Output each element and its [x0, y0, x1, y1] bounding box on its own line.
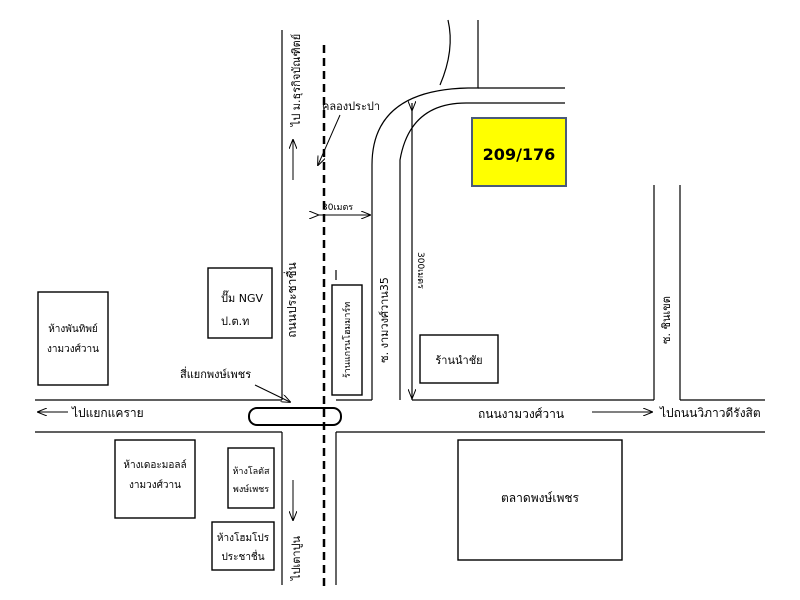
prachachuen-road-lines: [281, 30, 337, 585]
place-homepro: ห้างโฮมโปรประชาชื่น: [211, 521, 275, 571]
place-ngv-pump: ปั๊ม NGV ป.ต.ท: [207, 267, 273, 339]
distance-300m-label: 300เมตร: [415, 252, 425, 289]
place-lotus-line1: ห้างโลตัส: [232, 466, 270, 477]
place-fashion-island-line1: ห้างพันทิพย์: [48, 323, 98, 335]
place-homepro-label: ห้างโฮมโปรประชาชื่น: [217, 531, 270, 563]
place-the-mall-line2: งามวงศ์วาน: [129, 479, 181, 491]
target-location-box: [471, 117, 567, 187]
place-lotus: ห้างโลตัสพงษ์เพชร: [227, 447, 275, 509]
place-fashion-island: ห้างพันทิพย์งามวงศ์วาน: [37, 291, 109, 386]
distance-30m-label: 30เมตร: [322, 203, 353, 213]
place-ngv-pump-line1: ปั๊ม NGV: [221, 290, 263, 305]
place-fashion-island-line2: งามวงศ์วาน: [47, 343, 99, 355]
place-namchai-shop-label: ร้านนำชัย: [435, 354, 482, 367]
place-pongphet-market: ตลาดพงษ์เพชร: [457, 439, 623, 561]
target-location-label: 209/176: [483, 145, 556, 164]
place-hardware-shop: ร้านแกรนโฮมมาร์ท: [331, 284, 363, 396]
place-the-mall-label: ห้างเดอะมอลล์งามวงศ์วาน: [123, 459, 186, 491]
place-pongphet-market-label: ตลาดพงษ์เพชร: [501, 491, 580, 505]
to-khae-rai-label: ไปแยกแคราย: [71, 406, 144, 420]
prachachuen-road-label: ถนนประชาชื่น: [283, 262, 299, 337]
intersection-marker: [248, 407, 342, 426]
main-road-lines: [35, 399, 765, 433]
place-lotus-line2: พงษ์เพชร: [233, 483, 269, 495]
to-vibhavadi-label: ไปถนนวิภาวดีรังสิต: [659, 406, 761, 420]
place-namchai-shop: ร้านนำชัย: [419, 334, 499, 384]
soi-chinkhet-label: ซ. ชินเขต: [660, 296, 673, 344]
intersection-label: สี่แยกพงษ์เพชร: [180, 366, 252, 381]
to-tao-pun-label: ไปเตาปูน: [290, 535, 303, 581]
to-dhurakij-label: ไป ม.ธุรกิจบัณฑิตย์: [290, 34, 303, 127]
place-homepro-line2: ประชาชื่น: [221, 549, 264, 563]
place-the-mall-line1: ห้างเดอะมอลล์: [123, 459, 186, 471]
place-ngv-pump-line2: ป.ต.ท: [221, 315, 249, 328]
place-ngv-pump-label: ปั๊ม NGV ป.ต.ท: [221, 290, 263, 328]
main-road-label: ถนนงามวงศ์วาน: [478, 407, 564, 421]
intersection-pointer: [254, 384, 290, 402]
place-homepro-line1: ห้างโฮมโปร: [217, 531, 270, 544]
place-fashion-island-label: ห้างพันทิพย์งามวงศ์วาน: [47, 323, 99, 355]
place-lotus-label: ห้างโลตัสพงษ์เพชร: [232, 466, 270, 495]
soi-35-label: ซ. งามวงศ์วาน35: [378, 277, 391, 363]
place-hardware-shop-label: ร้านแกรนโฮมมาร์ท: [341, 302, 353, 378]
canal-pointer: [318, 114, 341, 165]
place-the-mall: ห้างเดอะมอลล์งามวงศ์วาน: [114, 439, 196, 519]
canal-label: คลองประปา: [322, 100, 380, 113]
soi-chinkhet-road-lines: [653, 185, 681, 400]
